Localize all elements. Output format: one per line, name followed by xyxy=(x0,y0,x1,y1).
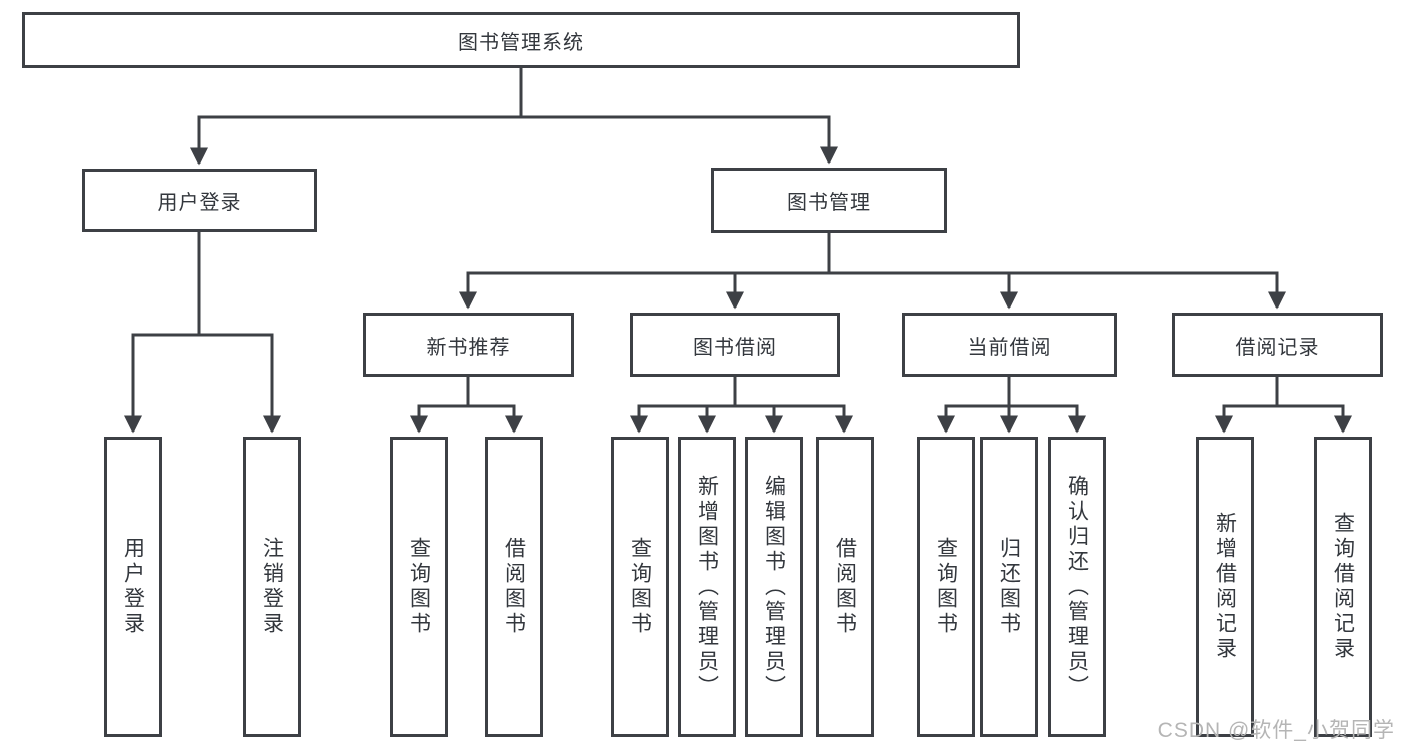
leaf-label: 查询图书 xyxy=(934,537,958,637)
leaf-edit-book-admin: 编辑图书（管理员） xyxy=(745,437,803,737)
node-new-book-recommend: 新书推荐 xyxy=(363,313,574,377)
node-book-management: 图书管理 xyxy=(711,168,947,233)
leaf-add-borrow-record: 新增借阅记录 xyxy=(1196,437,1254,737)
leaf-label: 注销登录 xyxy=(260,537,284,637)
node-borrow-records: 借阅记录 xyxy=(1172,313,1383,377)
node-root-system: 图书管理系统 xyxy=(22,12,1020,68)
leaf-label: 借阅图书 xyxy=(502,537,526,637)
leaf-label: 查询图书 xyxy=(628,537,652,637)
node-current-borrowing: 当前借阅 xyxy=(902,313,1117,377)
leaf-label: 编辑图书（管理员） xyxy=(762,474,786,700)
csdn-watermark: CSDN @软件_小贺同学 xyxy=(1157,719,1395,742)
leaf-label: 用户登录 xyxy=(121,537,145,637)
leaf-query-books-current: 查询图书 xyxy=(917,437,975,737)
leaf-label: 借阅图书 xyxy=(833,537,857,637)
leaf-label: 查询图书 xyxy=(407,537,431,637)
leaf-logout: 注销登录 xyxy=(243,437,301,737)
leaf-query-borrow-record: 查询借阅记录 xyxy=(1314,437,1372,737)
leaf-confirm-return-admin: 确认归还（管理员） xyxy=(1048,437,1106,737)
leaf-label: 确认归还（管理员） xyxy=(1065,474,1089,700)
leaf-label: 新增借阅记录 xyxy=(1213,512,1237,662)
leaf-user-login: 用户登录 xyxy=(104,437,162,737)
leaf-borrow-books-recommend: 借阅图书 xyxy=(485,437,543,737)
leaf-query-books-recommend: 查询图书 xyxy=(390,437,448,737)
leaf-borrow-books-borrowing: 借阅图书 xyxy=(816,437,874,737)
leaf-label: 新增图书（管理员） xyxy=(695,474,719,700)
node-book-borrowing: 图书借阅 xyxy=(630,313,840,377)
leaf-add-book-admin: 新增图书（管理员） xyxy=(678,437,736,737)
leaf-label: 查询借阅记录 xyxy=(1331,512,1355,662)
leaf-return-book: 归还图书 xyxy=(980,437,1038,737)
leaf-query-books-borrowing: 查询图书 xyxy=(611,437,669,737)
node-user-login-module: 用户登录 xyxy=(82,169,317,232)
leaf-label: 归还图书 xyxy=(997,537,1021,637)
